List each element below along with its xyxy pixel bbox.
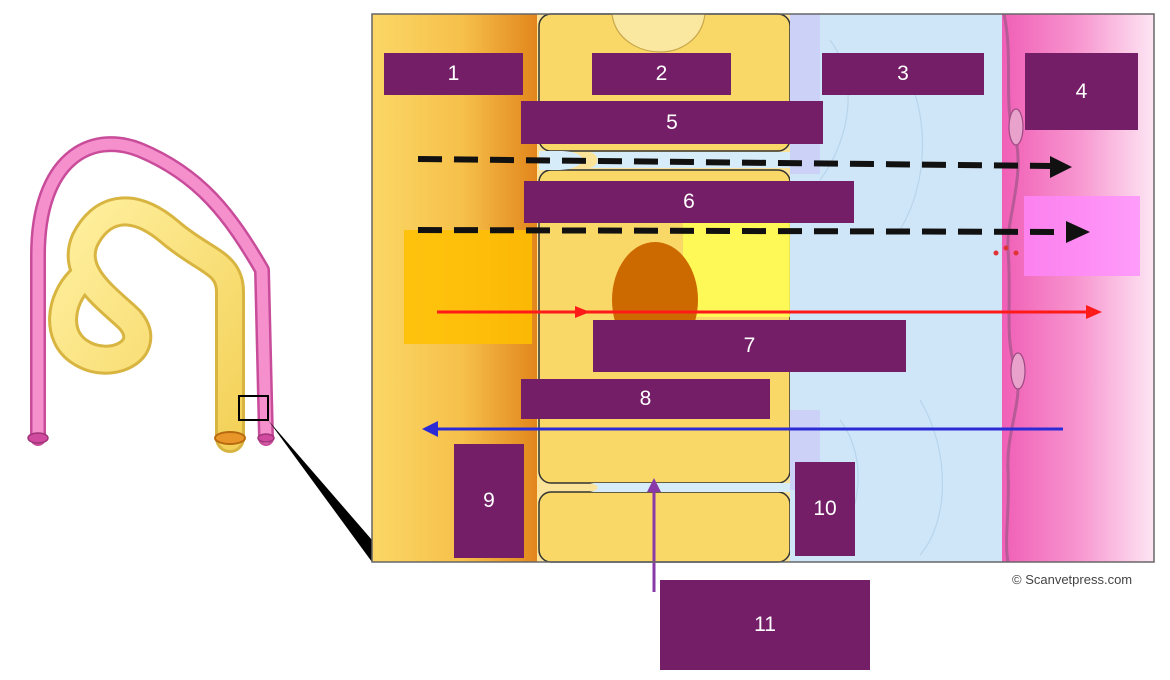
tubule-opening <box>214 431 246 445</box>
label-box-6[interactable]: 6 <box>524 181 854 223</box>
purple-up-arrow <box>647 478 661 592</box>
label-box-11[interactable]: 11 <box>660 580 870 670</box>
secretion-arrow <box>422 421 1063 437</box>
paracellular-space-top <box>539 151 583 170</box>
highlight-cell-yellow <box>683 222 790 317</box>
endothelial-nucleus-top <box>1008 108 1024 146</box>
label-box-2[interactable]: 2 <box>592 53 731 95</box>
label-box-1[interactable]: 1 <box>384 53 523 95</box>
nucleus-top <box>611 13 706 53</box>
zoom-pointer <box>268 420 372 562</box>
label-box-5[interactable]: 5 <box>521 101 823 144</box>
label-box-8[interactable]: 8 <box>521 379 770 419</box>
highlight-lumen-orange <box>404 230 532 344</box>
paracellular-space-bottom <box>590 483 790 492</box>
transcellular-reabsorption-arrow <box>437 245 1102 319</box>
nephron-overview <box>27 136 372 562</box>
label-box-4[interactable]: 4 <box>1025 53 1138 130</box>
label-box-10[interactable]: 10 <box>795 462 855 556</box>
label-box-7[interactable]: 7 <box>593 320 906 372</box>
endothelial-nucleus-bottom <box>1010 352 1026 390</box>
label-box-9[interactable]: 9 <box>454 444 524 558</box>
paracellular-arrows <box>417 156 1090 243</box>
zoom-selection-box <box>238 395 269 421</box>
highlight-capillary-pink <box>1024 196 1140 276</box>
copyright-text: © Scanvetpress.com <box>1012 572 1133 587</box>
epithelial-cell-bottom <box>538 491 791 563</box>
label-box-3[interactable]: 3 <box>822 53 984 95</box>
